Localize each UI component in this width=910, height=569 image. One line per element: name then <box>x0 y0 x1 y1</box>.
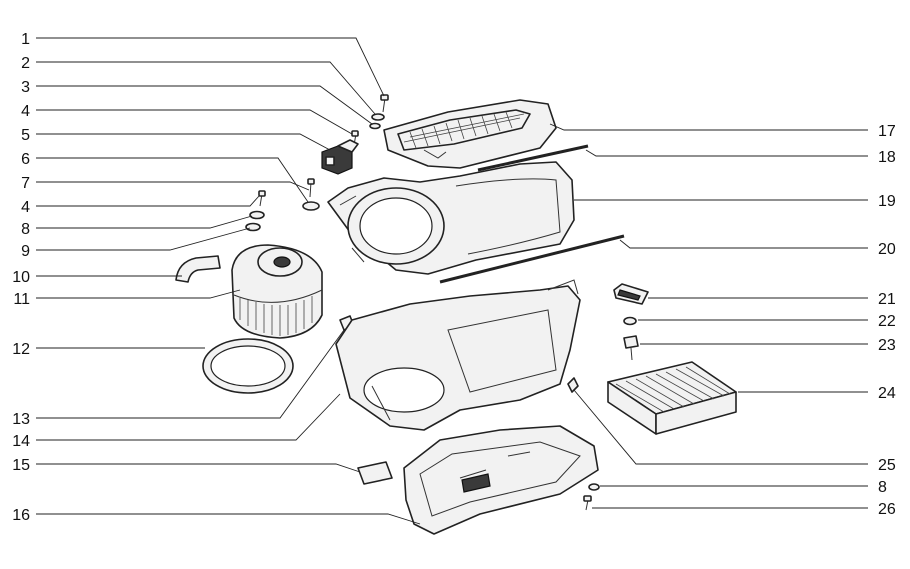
part-washer-9 <box>245 222 261 232</box>
callout-4: 4 <box>21 103 30 120</box>
part-clip-21 <box>613 283 649 305</box>
callout-8: 8 <box>21 221 30 238</box>
part-washer-22 <box>623 316 637 326</box>
part-upper-housing-19 <box>327 161 575 275</box>
part-screw-4b <box>258 190 266 207</box>
callout-16: 16 <box>12 507 30 524</box>
part-screw-7 <box>307 178 315 198</box>
part-clip-25 <box>567 377 579 393</box>
callout-7: 7 <box>21 175 30 192</box>
callouts-right: 17 18 19 20 21 22 23 24 25 8 26 <box>878 123 896 518</box>
callout-17: 17 <box>878 123 896 140</box>
callout-3: 3 <box>21 79 30 96</box>
callouts-left: 1 2 3 4 5 6 7 4 8 9 10 11 12 13 14 15 16 <box>12 31 30 524</box>
leader-lines <box>36 37 868 525</box>
callout-14: 14 <box>12 433 30 450</box>
callout-12: 12 <box>12 341 30 358</box>
part-blower-motor-11 <box>231 244 323 339</box>
part-washer-6 <box>302 201 320 211</box>
part-lower-housing-14 <box>335 279 581 431</box>
callout-2: 2 <box>21 55 30 72</box>
part-actuator-5 <box>321 139 359 175</box>
callout-5: 5 <box>21 127 30 144</box>
callout-22: 22 <box>878 313 896 330</box>
part-screw-1 <box>380 94 389 113</box>
part-bolt-23 <box>623 335 639 361</box>
part-grille-cover-17 <box>383 99 557 169</box>
callout-8b: 8 <box>878 479 887 496</box>
callout-25: 25 <box>878 457 896 474</box>
part-washer-8b <box>588 483 600 491</box>
callout-9: 9 <box>21 243 30 260</box>
callout-23: 23 <box>878 337 896 354</box>
part-washer-3 <box>369 122 381 130</box>
callout-24: 24 <box>878 385 896 402</box>
part-washer-8a <box>249 210 265 220</box>
callout-11: 11 <box>13 291 30 308</box>
part-rod-20 <box>439 234 625 284</box>
part-washer-2 <box>371 113 385 121</box>
part-screw-26 <box>583 495 592 511</box>
callout-21: 21 <box>878 291 896 308</box>
callout-19: 19 <box>878 193 896 210</box>
callout-4b: 4 <box>21 199 30 216</box>
callout-20: 20 <box>878 241 896 258</box>
part-gasket-12 <box>202 338 294 394</box>
callout-1: 1 <box>21 31 30 48</box>
callout-15: 15 <box>12 457 30 474</box>
callout-6: 6 <box>21 151 30 168</box>
part-hose-10 <box>175 255 221 283</box>
callout-26: 26 <box>878 501 896 518</box>
callout-10: 10 <box>12 269 30 286</box>
part-filter-24 <box>607 361 737 435</box>
callout-18: 18 <box>878 149 896 166</box>
callout-13: 13 <box>12 411 30 428</box>
part-foam-pad-15 <box>357 461 393 485</box>
part-rod-18 <box>477 144 589 172</box>
part-bottom-cover-16 <box>403 425 599 535</box>
